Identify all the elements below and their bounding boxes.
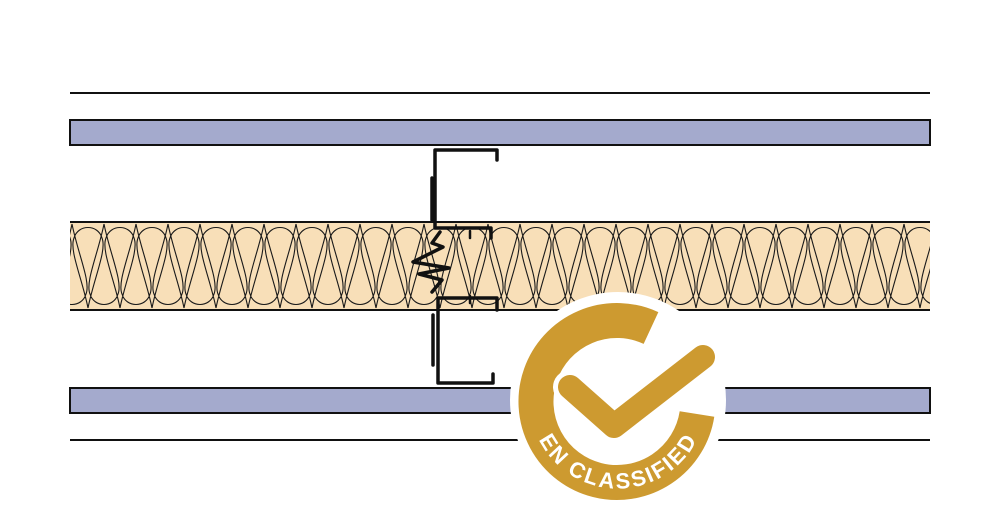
plasterboard-top [69,119,931,146]
plasterboard-bottom [69,387,931,414]
badge-ring [518,303,715,500]
en-classified-badge: EN CLASSIFIED [510,292,726,508]
mineral-wool-insulation [70,221,930,311]
steel-stud-profile [411,148,499,385]
